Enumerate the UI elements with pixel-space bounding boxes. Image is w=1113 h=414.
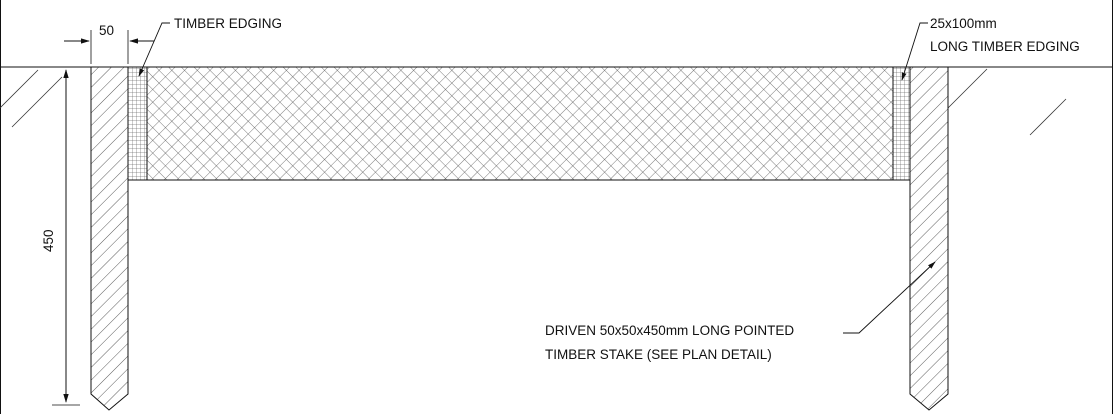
timber-edging-left bbox=[127, 66, 148, 181]
timber-edging-right bbox=[892, 66, 911, 181]
timber-edging-label: TIMBER EDGING bbox=[174, 16, 282, 31]
width-dimension bbox=[64, 30, 154, 64]
depth-dimension-label: 450 bbox=[41, 229, 56, 252]
edging-size-leader bbox=[901, 22, 928, 81]
edging-size-label-line1: 25x100mm bbox=[930, 16, 997, 31]
timber-stake-left bbox=[90, 66, 129, 411]
ground-hatch-left bbox=[0, 69, 63, 128]
ground-hatch-right bbox=[947, 68, 1067, 136]
stake-label-line1: DRIVEN 50x50x450mm LONG POINTED bbox=[545, 323, 794, 338]
paving-layer bbox=[146, 66, 894, 181]
timber-stake-right bbox=[909, 66, 949, 411]
depth-dimension bbox=[52, 66, 80, 406]
stake-leader bbox=[843, 261, 936, 334]
timber-edging-leader bbox=[138, 22, 170, 77]
width-dimension-label: 50 bbox=[99, 23, 114, 38]
edging-size-label-line2: LONG TIMBER EDGING bbox=[930, 39, 1080, 54]
stake-label-line2: TIMBER STAKE (SEE PLAN DETAIL) bbox=[545, 347, 772, 362]
